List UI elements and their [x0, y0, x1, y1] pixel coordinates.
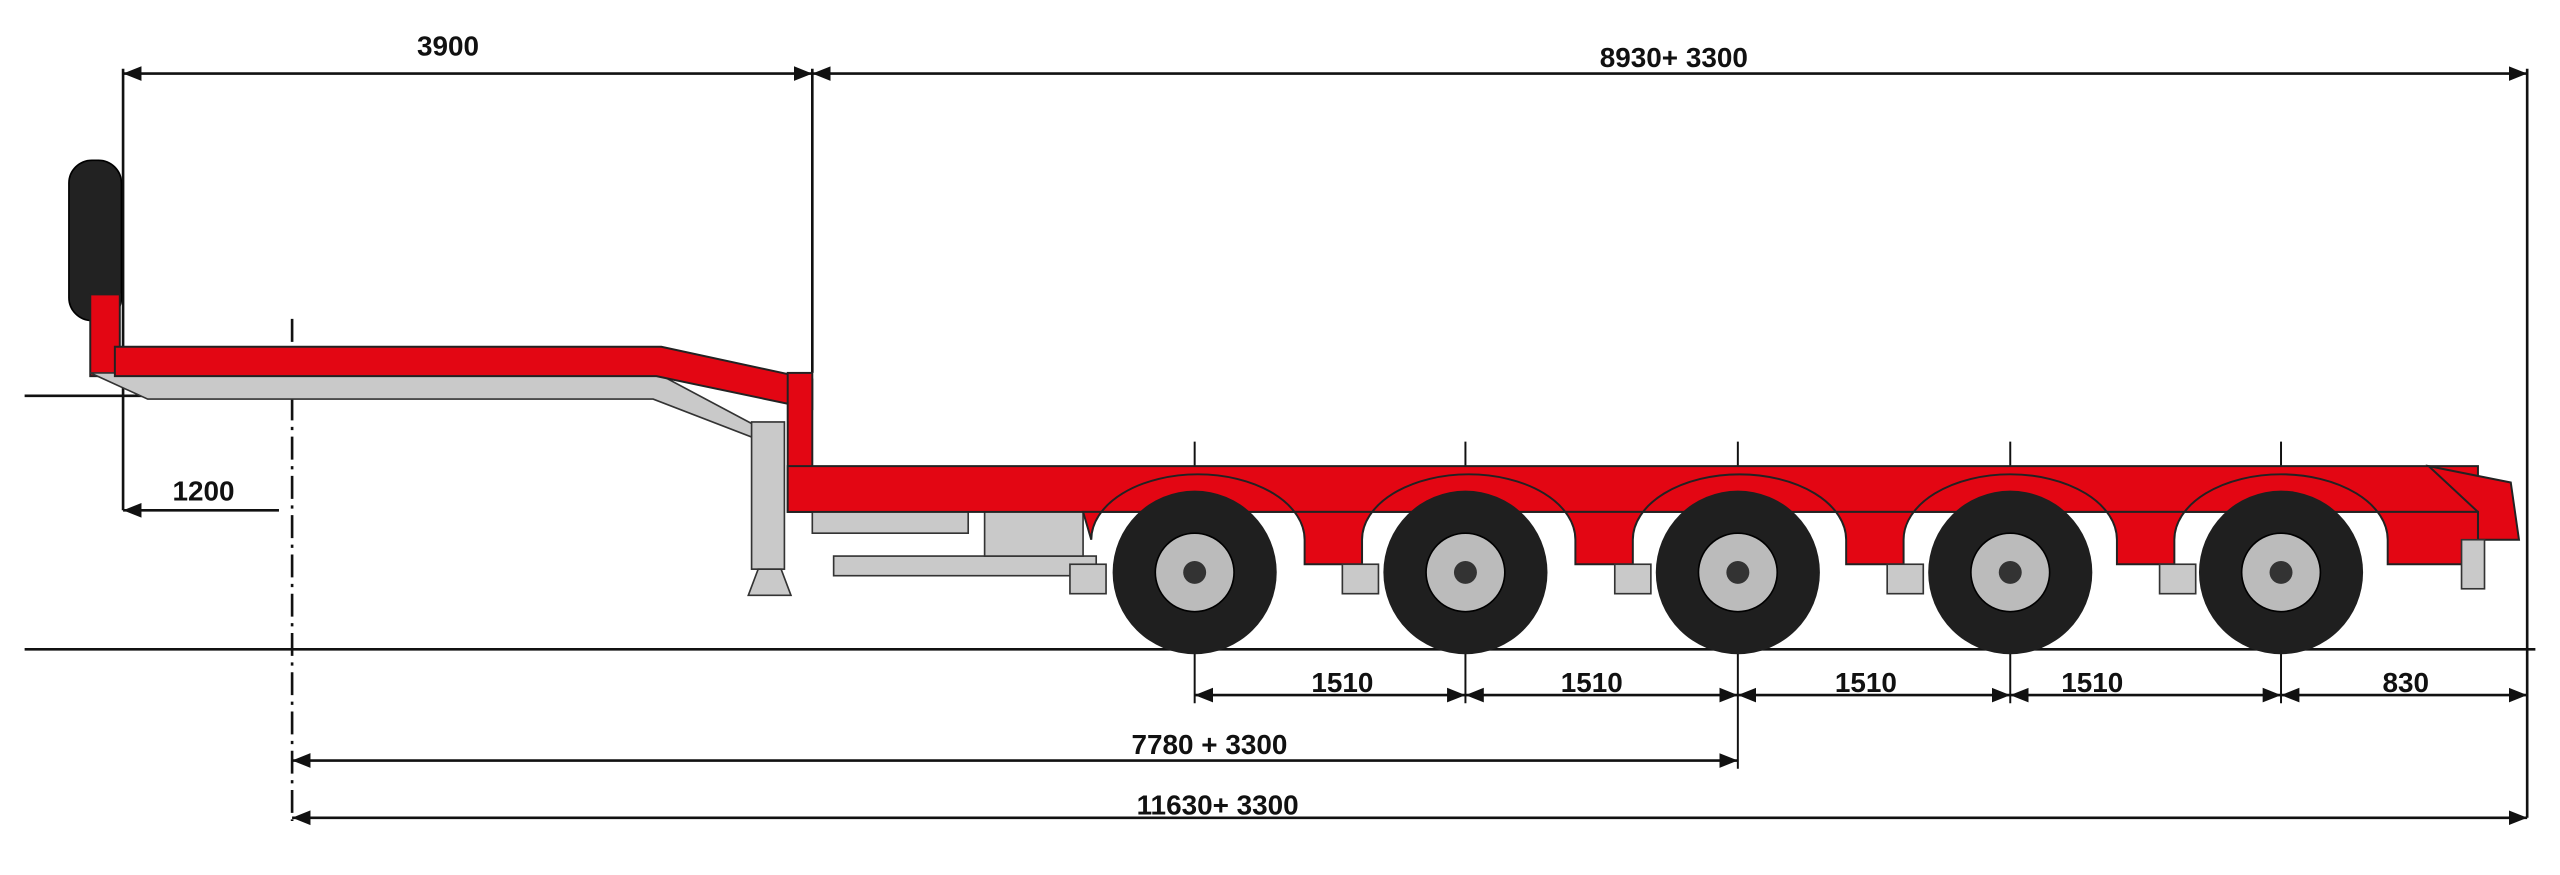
wheel-1	[1112, 490, 1277, 655]
dim-gooseneck-length: 3900	[417, 31, 479, 62]
dim-axle-spacing-3: 1510	[1835, 667, 1897, 698]
dim-platform-length: 8930+ 3300	[1600, 42, 1748, 73]
wheel-3	[1655, 490, 1820, 655]
dim-axle-spacing-2: 1510	[1561, 667, 1623, 698]
dim-kingpin-to-axle-center: 7780 + 3300	[1131, 729, 1287, 760]
dim-overall-length: 11630+ 3300	[1137, 790, 1299, 821]
dim-kingpin-offset: 1200	[172, 476, 234, 507]
dim-axle-spacing-1: 1510	[1311, 667, 1373, 698]
landing-leg	[747, 421, 793, 597]
wheel-5	[2198, 490, 2364, 655]
trailer	[68, 159, 2521, 655]
dim-axle-spacing-4: 1510	[2061, 667, 2123, 698]
wheels	[1112, 490, 2364, 655]
extension-lines	[24, 68, 2536, 822]
dimension-lines	[123, 66, 2528, 826]
wheel-4	[1928, 490, 2093, 655]
wheel-2	[1383, 490, 1548, 655]
dim-rear-overhang: 830	[2382, 667, 2429, 698]
